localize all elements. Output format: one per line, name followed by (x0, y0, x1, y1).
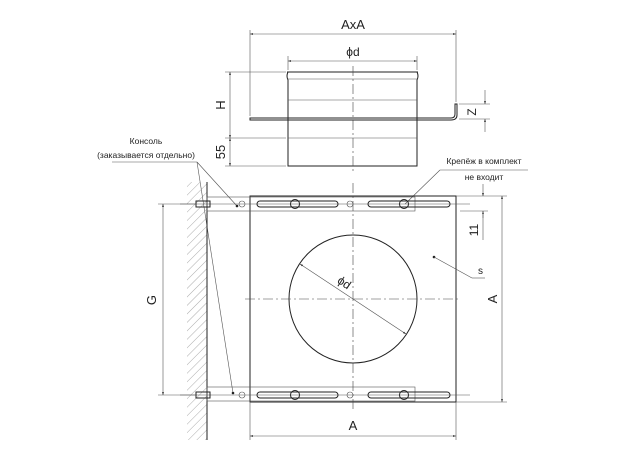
dim-z-label: Z (465, 108, 479, 115)
plate-side (249, 103, 458, 121)
dim-a-bottom-label: A (349, 418, 358, 433)
dim-axa-label: AxA (341, 17, 365, 32)
side-view: AxA ϕd H 55 Z (213, 17, 490, 172)
fastener-note-line1: Крепёж в комплект (446, 156, 521, 166)
notes: Консоль (заказывается отдельно) Крепёж в… (97, 136, 528, 395)
dim-11-label: 11 (467, 223, 481, 236)
wall-hatch (187, 182, 207, 440)
console-bottom (206, 386, 416, 402)
pipe (286, 71, 419, 167)
dim-g-label: G (144, 295, 159, 305)
dim-d-label: ϕd (346, 45, 359, 59)
plan-view: ϕd s G A A 11 (144, 182, 507, 440)
dim-h-label: H (213, 100, 228, 109)
console-note-line2: (заказывается отдельно) (97, 150, 195, 160)
fastener-note-line2: не входит (465, 172, 504, 182)
circle-d-label: ϕd (335, 273, 354, 292)
console-note-line1: Консоль (130, 136, 163, 146)
dim-55-label: 55 (213, 145, 228, 159)
thickness-s-label: s (478, 266, 483, 277)
dim-a-right-label: A (485, 294, 500, 303)
